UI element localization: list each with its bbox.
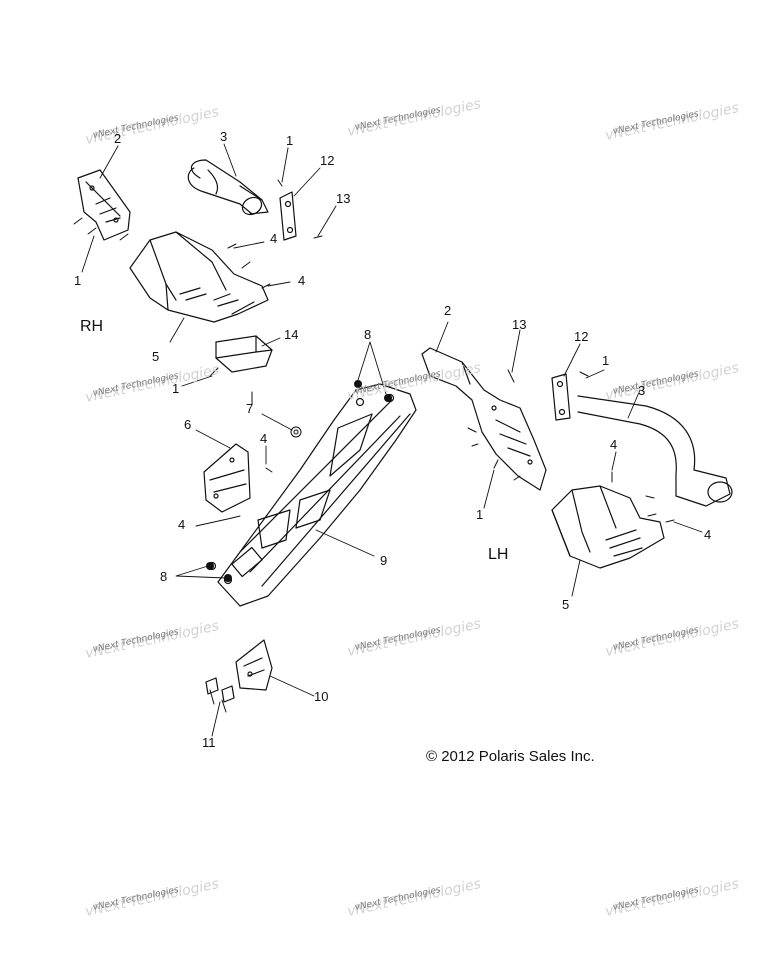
callout-number: 1 <box>286 133 294 148</box>
rh-heat-shield-part <box>129 231 269 323</box>
callout-number: 3 <box>638 383 646 398</box>
leader-lines <box>81 143 703 737</box>
lh-heat-shield-part <box>551 485 665 569</box>
fasteners <box>73 179 675 713</box>
side-label-rh: RH <box>80 318 104 335</box>
callout-number: 2 <box>444 303 452 318</box>
side-label-lh: LH <box>488 546 509 563</box>
small-bracket-part <box>203 443 251 513</box>
rh-small-plate-part <box>215 335 273 373</box>
callout-number: 8 <box>364 327 372 342</box>
callout-number: 4 <box>270 231 278 246</box>
callout-number: 8 <box>160 569 168 584</box>
lh-mount-plate-part <box>551 373 571 421</box>
callout-number: 4 <box>610 437 618 452</box>
rh-exhaust-pipe-part <box>187 159 269 216</box>
callout-number: 10 <box>314 689 329 704</box>
lh-exhaust-pipe-part <box>577 395 733 507</box>
callout-number: 4 <box>704 527 712 542</box>
callout-number: 13 <box>336 191 351 206</box>
callout-number: 9 <box>380 553 388 568</box>
callout-number: 13 <box>512 317 527 332</box>
callout-number: 5 <box>562 597 570 612</box>
callout-number: 7 <box>246 401 254 416</box>
nuts-item-8 <box>206 380 392 582</box>
copyright-text: © 2012 Polaris Sales Inc. <box>426 748 595 765</box>
callout-number: 6 <box>184 417 192 432</box>
rh-bracket-part <box>77 169 131 241</box>
callout-number: 4 <box>178 517 186 532</box>
callout-number: 3 <box>220 129 228 144</box>
rh-mount-plate-part <box>279 191 297 241</box>
callout-number: 5 <box>152 349 160 364</box>
bottom-bracket-part <box>235 639 273 691</box>
clip-fastener-part <box>205 677 235 703</box>
callout-number: 14 <box>284 327 299 342</box>
callout-number: 12 <box>574 329 589 344</box>
callout-number: 4 <box>260 431 268 446</box>
callout-number: 2 <box>114 131 122 146</box>
callout-number: 1 <box>74 273 82 288</box>
callout-number: 1 <box>476 507 484 522</box>
tunnel-plate-part <box>207 383 417 607</box>
callout-number: 4 <box>298 273 306 288</box>
callout-number: 12 <box>320 153 335 168</box>
callout-number: 11 <box>202 735 216 750</box>
lh-bracket-part <box>421 347 547 491</box>
callout-number: 1 <box>602 353 610 368</box>
callout-number: 1 <box>172 381 180 396</box>
